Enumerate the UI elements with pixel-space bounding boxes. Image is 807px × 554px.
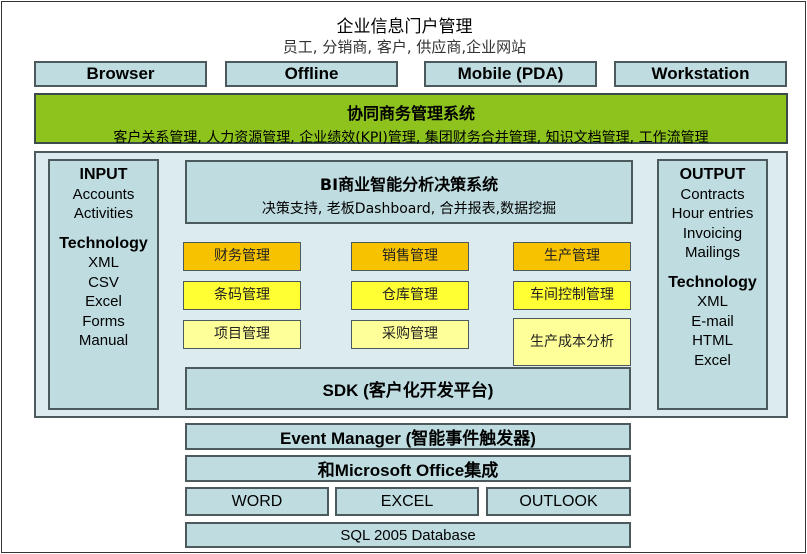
output-tech-item: XML	[697, 293, 728, 310]
input-tech-item: Excel	[85, 293, 122, 310]
module-finance: 财务管理	[183, 242, 301, 271]
module-project: 项目管理	[183, 320, 301, 349]
input-tech-item: Manual	[78, 332, 129, 349]
office-integration-bar: 和Microsoft Office集成	[185, 455, 631, 482]
office-app-outlook: OUTLOOK	[486, 487, 631, 516]
page-title: 企业信息门户管理	[336, 17, 473, 37]
input-item: Activities	[73, 205, 134, 222]
output-item: Mailings	[684, 244, 741, 261]
input-panel: INPUT Accounts Activities Technology XML…	[48, 159, 159, 410]
input-item: Accounts	[72, 185, 135, 203]
module-barcode: 条码管理	[183, 281, 301, 310]
channel-mobile: Mobile (PDA)	[424, 61, 597, 87]
output-item: Invoicing	[682, 224, 743, 242]
collab-title: 协同商务管理系统	[346, 104, 475, 123]
output-tech-item: HTML	[692, 332, 733, 349]
channel-workstation: Workstation	[614, 61, 787, 87]
module-sales: 销售管理	[351, 242, 469, 271]
office-app-word: WORD	[185, 487, 329, 516]
bi-subtitle: 决策支持, 老板Dashboard, 合并报表,数据挖掘	[261, 201, 557, 217]
output-panel: OUTPUT Contracts Hour entries Invoicing …	[657, 159, 768, 410]
collab-subtitle: 客户关系管理, 人力资源管理, 企业绩效(KPI)管理, 集团财务合并管理, 知…	[113, 130, 709, 146]
input-tech-item: CSV	[88, 273, 119, 291]
office-app-excel: EXCEL	[335, 487, 479, 516]
input-tech-title: Technology	[59, 234, 148, 252]
output-tech-item: E-mail	[691, 312, 734, 330]
bi-title: BI商业智能分析决策系统	[319, 175, 499, 194]
collab-system-box: 协同商务管理系统 客户关系管理, 人力资源管理, 企业绩效(KPI)管理, 集团…	[34, 93, 788, 146]
output-title: OUTPUT	[679, 166, 746, 183]
module-production: 生产管理	[513, 242, 631, 271]
channel-browser: Browser	[34, 61, 207, 87]
module-cost: 生产成本分析	[513, 318, 631, 366]
input-title: INPUT	[79, 166, 128, 183]
output-tech-title: Technology	[668, 273, 757, 291]
input-tech-item: Forms	[82, 312, 125, 330]
sdk-bar: SDK (客户化开发平台)	[185, 367, 631, 410]
output-item: Hour entries	[671, 205, 754, 222]
module-purchasing: 采购管理	[351, 320, 469, 349]
module-workshop: 车间控制管理	[513, 281, 631, 310]
page-subtitle: 员工, 分销商, 客户, 供应商,企业网站	[282, 38, 527, 56]
output-tech-item: Excel	[694, 351, 731, 369]
bi-system-box: BI商业智能分析决策系统 决策支持, 老板Dashboard, 合并报表,数据挖…	[185, 160, 633, 224]
database-bar: SQL 2005 Database	[185, 522, 631, 548]
input-tech-item: XML	[88, 254, 119, 271]
module-warehouse: 仓库管理	[351, 281, 469, 310]
channel-offline: Offline	[225, 61, 398, 87]
event-manager-bar: Event Manager (智能事件触发器)	[185, 423, 631, 450]
output-item: Contracts	[680, 185, 745, 203]
